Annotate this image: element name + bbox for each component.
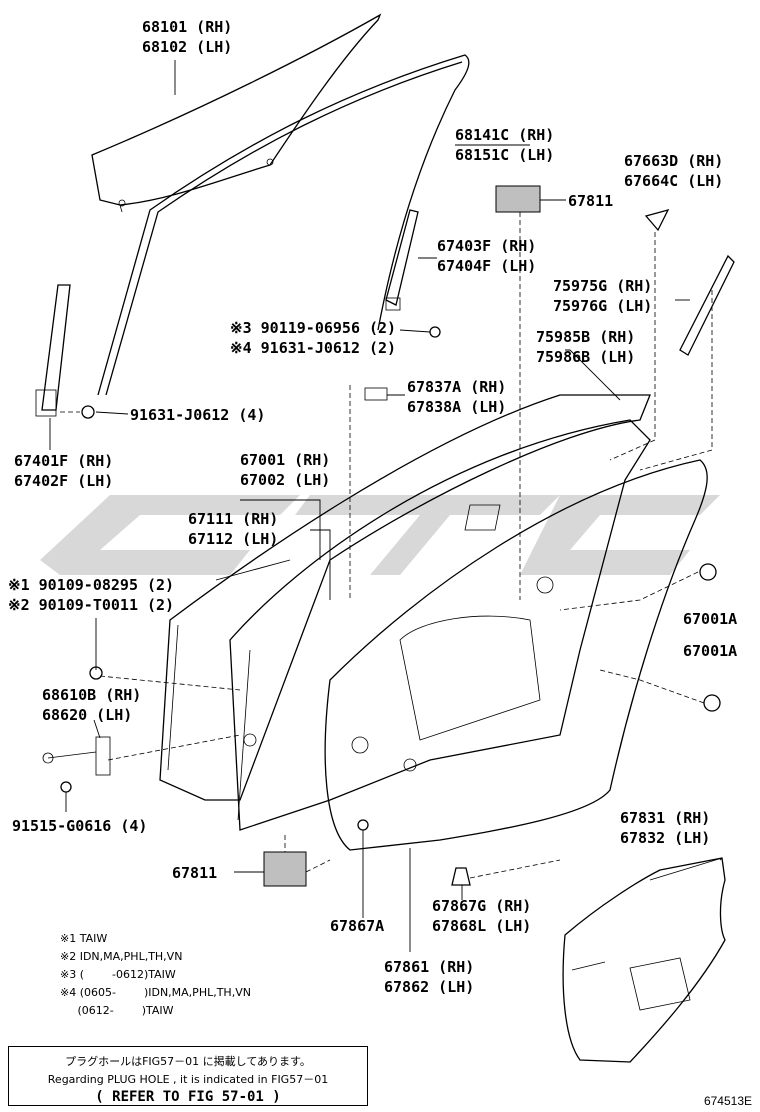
screw-91515 (60, 781, 72, 793)
label-bolt-rear: 91631-J0612 (4) (130, 406, 265, 424)
label-sash-front-lh: 67404F (LH) (437, 257, 536, 275)
seal-pad-top (495, 185, 541, 213)
label-check-rh: 68610B (RH) (42, 686, 141, 704)
label-frame-67111-lh: 67112 (LH) (188, 530, 278, 548)
footnote-2: ※2 IDN,MA,PHL,TH,VN (60, 950, 182, 963)
watermark-logo (40, 495, 720, 575)
footnote-1: ※1 TAIW (60, 932, 107, 945)
note-reference-link[interactable]: ( REFER TO FIG 57-01 ) (95, 1089, 281, 1105)
rear-sash (35, 284, 71, 417)
label-bolt-3: ※3 90119-06956 (2) (230, 319, 396, 337)
door-check (42, 736, 111, 776)
label-frame-67111-rh: 67111 (RH) (188, 510, 278, 528)
door-inner-frame (229, 419, 651, 831)
bolt-90119 (429, 326, 441, 338)
label-sash-front-rh: 67403F (RH) (437, 237, 536, 255)
label-sash-rear-rh: 67401F (RH) (14, 452, 113, 470)
footnote-5: (0612- )TAIW (60, 1004, 174, 1017)
label-cover-67837-rh: 67837A (RH) (407, 378, 506, 396)
note-line-japanese: プラグホールはFIG57－01 に掲載してあります。 (65, 1055, 311, 1068)
inner-weatherstrip-67831 (562, 857, 726, 1063)
door-glass (91, 13, 382, 213)
label-run-channel-lh: 68151C (LH) (455, 146, 554, 164)
label-weatherstrip-67831-rh: 67831 (RH) (620, 809, 710, 827)
label-weatherstrip-67831-lh: 67832 (LH) (620, 829, 710, 847)
door-outer-panel (159, 394, 651, 801)
label-cover-upper-lh: 67664C (LH) (624, 172, 723, 190)
leader-lines (49, 60, 723, 952)
label-cover-67837-lh: 67838A (LH) (407, 398, 506, 416)
label-clip-67867-lh: 67868L (LH) (432, 917, 531, 935)
mirror-cover (644, 208, 670, 232)
dashed-guide-lines (60, 212, 713, 879)
label-bolt-1: ※1 90109-08295 (2) (8, 576, 174, 594)
seal-pad-bottom (263, 851, 307, 887)
clip-67867 (451, 867, 471, 886)
front-sash (385, 209, 419, 311)
footnote-4: ※4 (0605- )IDN,MA,PHL,TH,VN (60, 986, 251, 999)
clip-67867a (357, 819, 369, 831)
label-molding-75985-rh: 75985B (RH) (536, 328, 635, 346)
part-labels: 68101 (RH) 68102 (LH) 68141C (RH) 68151C… (8, 18, 737, 996)
bolt-91631-rear (81, 405, 95, 419)
label-molding-75985-lh: 75986B (LH) (536, 348, 635, 366)
cover-67837 (364, 387, 388, 401)
clip-67001a-lower (703, 694, 721, 712)
door-weatherstrip (324, 459, 708, 851)
label-clip-a1: 67001A (683, 610, 737, 628)
label-check-lh: 68620 (LH) (42, 706, 132, 724)
note-line-english: Regarding PLUG HOLE , it is indicated in… (47, 1073, 329, 1086)
label-weatherstrip-67861-rh: 67861 (RH) (384, 958, 474, 976)
label-weatherstrip-67861-lh: 67862 (LH) (384, 978, 474, 996)
label-run-channel-rh: 68141C (RH) (455, 126, 554, 144)
label-clip-67867-rh: 67867G (RH) (432, 897, 531, 915)
label-seal-top: 67811 (568, 192, 613, 210)
plug-hole-note: プラグホールはFIG57－01 に掲載してあります。 Regarding PLU… (8, 1046, 368, 1106)
clip-67001a-upper (699, 563, 717, 581)
footnotes: ※1 TAIW ※2 IDN,MA,PHL,TH,VN ※3 ( -0612)T… (60, 932, 251, 1017)
label-cover-upper-rh: 67663D (RH) (624, 152, 723, 170)
label-glass-lh: 68102 (LH) (142, 38, 232, 56)
label-molding-75975-lh: 75976G (LH) (553, 297, 652, 315)
label-bolt-4: ※4 91631-J0612 (2) (230, 339, 396, 357)
footnote-3: ※3 ( -0612)TAIW (60, 968, 176, 981)
label-clip-a2: 67001A (683, 642, 737, 660)
belt-molding-75975 (679, 254, 735, 356)
label-seal-bottom: 67811 (172, 864, 217, 882)
label-clip-67867a: 67867A (330, 917, 384, 935)
label-door-panel-rh: 67001 (RH) (240, 451, 330, 469)
label-screw: 91515-G0616 (4) (12, 817, 147, 835)
figure-id: 674513E (703, 1094, 752, 1108)
label-glass-rh: 68101 (RH) (142, 18, 232, 36)
label-molding-75975-rh: 75975G (RH) (553, 277, 652, 295)
label-bolt-2: ※2 90109-T0011 (2) (8, 596, 174, 614)
label-sash-rear-lh: 67402F (LH) (14, 472, 113, 490)
label-door-panel-lh: 67002 (LH) (240, 471, 330, 489)
glass-run-channel (97, 54, 470, 396)
